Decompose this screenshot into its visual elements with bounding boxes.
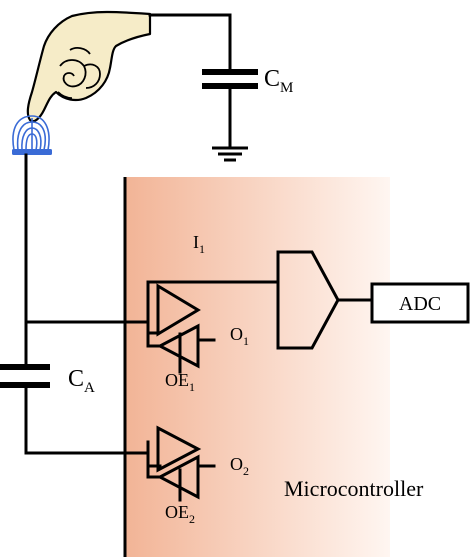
analog-multiplexer (276, 250, 376, 350)
pointing-hand-icon (26, 10, 152, 123)
microcontroller-region (125, 177, 390, 557)
output-enable-oe2-label: OE2 (165, 502, 195, 526)
current-i1-label: I1 (193, 232, 205, 256)
adc-label: ADC (399, 293, 441, 315)
electrode-wires (24, 153, 150, 455)
capacitor-cm (148, 13, 258, 148)
ground-icon (212, 146, 248, 162)
capacitor-ca-label: CA (68, 366, 95, 396)
output-o1-label: O1 (230, 324, 249, 348)
capacitor-cm-label: CM (264, 66, 293, 96)
adc-block: ADC (370, 282, 470, 324)
microcontroller-label: Microcontroller (284, 476, 424, 501)
io-buffer-1 (146, 280, 280, 374)
output-enable-oe1-label: OE1 (165, 370, 195, 394)
io-buffer-2 (146, 425, 216, 502)
output-o2-label: O2 (230, 454, 249, 478)
capacitor-ca (0, 364, 50, 388)
touch-electrode-icon (12, 115, 52, 155)
